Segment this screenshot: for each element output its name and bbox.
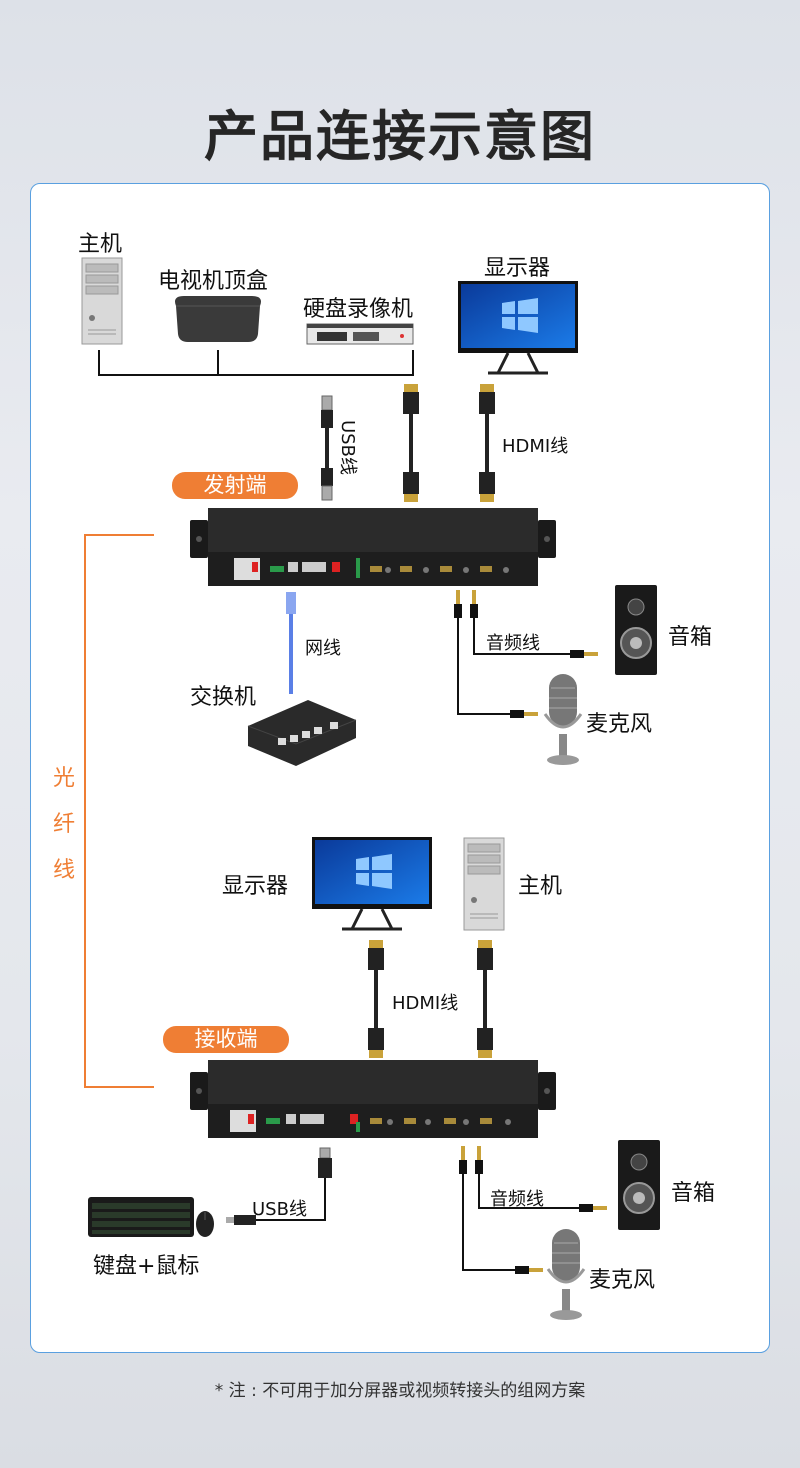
- audio-cable-rx-icon: [459, 1146, 607, 1274]
- label-monitor-rx: 显示器: [222, 874, 289, 899]
- bracket-tick-tvbox: [217, 350, 219, 376]
- fiber-label-char-2: 纤: [52, 812, 75, 837]
- label-microphone-tx: 麦克风: [586, 712, 653, 737]
- pc-tower-tx-icon: [81, 257, 123, 345]
- label-host-tx: 主机: [78, 232, 123, 257]
- monitor-rx-icon: [312, 837, 432, 931]
- label-network-cable: 网线: [305, 638, 341, 659]
- pc-tower-rx-icon: [463, 837, 505, 931]
- hdmi-cable-rx-2-icon: [477, 940, 493, 1058]
- label-dvr: 硬盘录像机: [303, 297, 414, 322]
- microphone-rx-icon: [546, 1229, 586, 1320]
- label-audio-cable-rx: 音频线: [490, 1189, 544, 1210]
- dvr-icon: [306, 323, 414, 345]
- fiber-line-top: [84, 534, 154, 536]
- label-monitor-tx: 显示器: [484, 256, 551, 281]
- fiber-label: 光 纤 线: [44, 756, 84, 894]
- transmitter-badge: 发射端: [172, 472, 298, 499]
- fiber-label-char-3: 线: [52, 858, 75, 883]
- label-audio-cable-tx: 音频线: [486, 633, 540, 654]
- transmitter-chassis-icon: [190, 508, 556, 586]
- network-cable-icon: [286, 592, 296, 694]
- usb-cable-rx-icon: [226, 1147, 332, 1225]
- monitor-tx-icon: [458, 281, 578, 375]
- label-usb-cable-rx: USB线: [252, 1199, 307, 1220]
- page-title: 产品连接示意图: [204, 105, 596, 168]
- receiver-badge: 接收端: [163, 1026, 289, 1053]
- label-hdmi-cable-tx: HDMI线: [502, 436, 569, 457]
- label-microphone-rx: 麦克风: [589, 1268, 656, 1293]
- hdmi-cable-tx-2-icon: [479, 384, 495, 502]
- label-usb-cable-tx: USB线: [337, 420, 358, 475]
- microphone-tx-icon: [543, 674, 583, 765]
- hdmi-cable-rx-1-icon: [368, 940, 384, 1058]
- label-speaker-tx: 音箱: [668, 625, 713, 650]
- label-host-rx: 主机: [518, 874, 563, 899]
- bracket-tick-host: [98, 350, 100, 376]
- speaker-tx-icon: [615, 585, 657, 675]
- footnote: * 注 : 不可用于加分屏器或视频转接头的组网方案: [214, 1381, 586, 1401]
- tv-box-icon: [175, 296, 261, 342]
- speaker-rx-icon: [618, 1140, 660, 1230]
- receiver-chassis-icon: [190, 1060, 556, 1138]
- label-speaker-rx: 音箱: [671, 1181, 716, 1206]
- source-bracket: [98, 374, 413, 376]
- hdmi-cable-tx-1-icon: [403, 384, 419, 502]
- label-switch: 交换机: [190, 685, 257, 710]
- fiber-label-char-1: 光: [52, 766, 75, 791]
- fiber-line-vertical: [84, 534, 86, 1087]
- switch-icon: [247, 700, 357, 766]
- bracket-tick-dvr: [412, 350, 414, 376]
- audio-cable-tx-icon: [454, 590, 598, 718]
- label-hdmi-cable-rx: HDMI线: [392, 993, 459, 1014]
- keyboard-icon: [88, 1197, 194, 1237]
- fiber-line-bottom: [84, 1086, 154, 1088]
- label-keyboard-mouse: 键盘+鼠标: [93, 1254, 200, 1279]
- mouse-icon: [196, 1211, 214, 1237]
- usb-cable-tx-icon: [321, 395, 333, 501]
- label-tv-box: 电视机顶盒: [158, 269, 269, 294]
